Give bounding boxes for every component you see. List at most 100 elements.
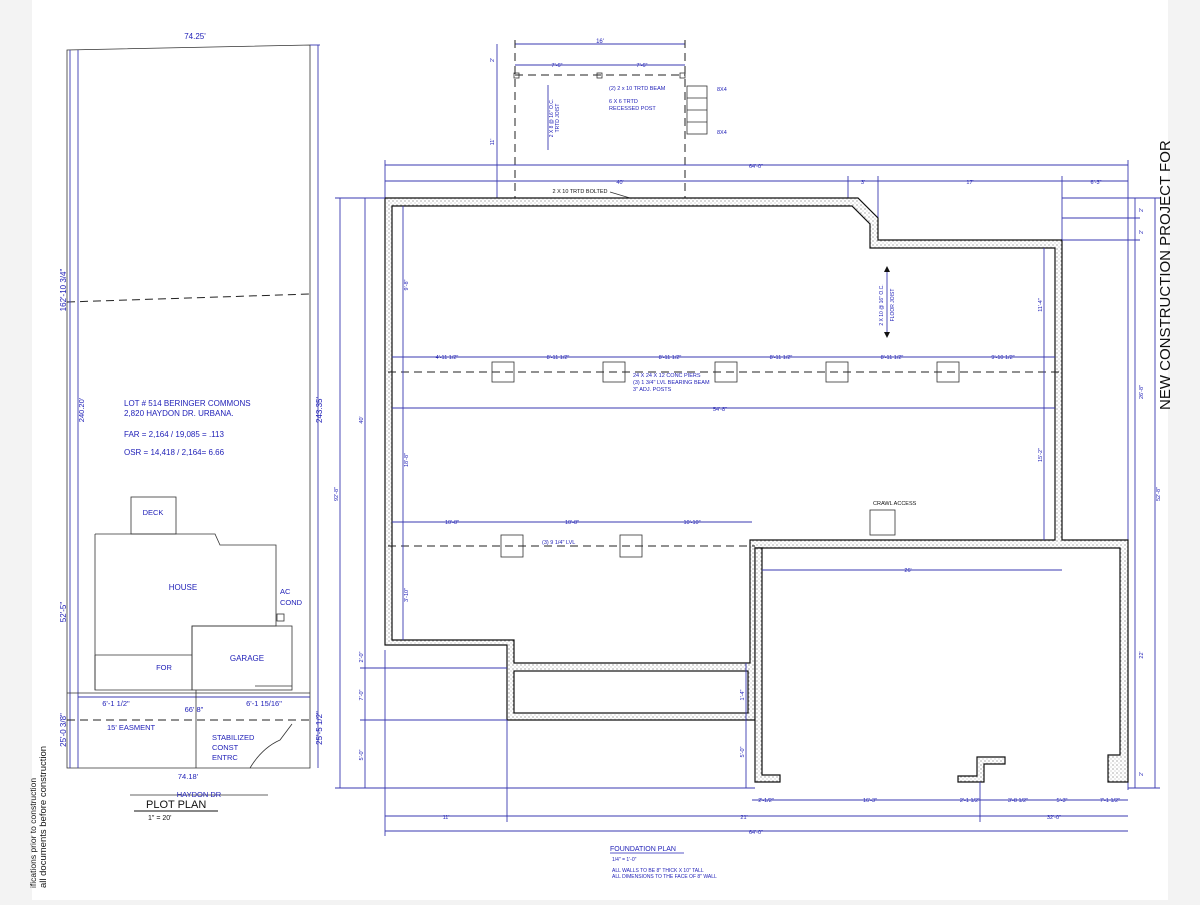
- left-dim-2: 18'-8": [404, 453, 410, 467]
- floor-joist-note: 2 X 10 @ 16" O.C. FLOOR JOIST: [879, 266, 896, 338]
- plot-top-dim: 74.25': [184, 32, 206, 41]
- rr-dim-1: 2': [1139, 208, 1145, 212]
- osr-text: OSR = 14,418 / 2,164= 6.66: [124, 448, 225, 457]
- deck-framing: 16' 7'-6" 7'-6" (2) 2 x 10 TRTD BEAM 6 X…: [490, 39, 727, 198]
- left-dimensions: 92'-8" 40' 9'-8" 18'-8" 3'-10" 2'-0" 7'-…: [334, 197, 755, 789]
- bot-row2-1: 11': [443, 815, 450, 821]
- span-mid-dim: 54'-8": [713, 407, 727, 413]
- bot-row1-4: 3'-8 1/2": [1008, 798, 1028, 804]
- pier-1: [491, 361, 515, 383]
- left-overall-dim: 40': [359, 416, 365, 423]
- far-text: FAR = 2,164 / 19,085 = .113: [124, 430, 224, 439]
- plot-plan-scale: 1" = 20': [148, 815, 171, 822]
- beam2-note: (3) 9 1/4" LVL: [542, 540, 575, 546]
- plot-right-bottom-dim: 25'-5 1/2": [315, 711, 324, 745]
- lower-mid-dim-2: 5'-0": [740, 746, 746, 757]
- right-dimensions: 11'-4" 15'-2" 2' 2' 26'-8" 22' 2' 52'-8": [1038, 197, 1162, 789]
- rr-dim-3: 26'-8": [1139, 385, 1145, 399]
- side-note-line-2: all documents before construction: [38, 746, 49, 888]
- bot-row1-3: 2'-1 1/2": [960, 798, 980, 804]
- lot-boundary: [66, 44, 311, 769]
- pier-3: [714, 361, 738, 383]
- foundation-inner-space: [391, 205, 1056, 664]
- deck-top-small: 2': [490, 58, 496, 62]
- beam-line-1: 4'-11 1/2" 8'-11 1/2" 8'-11 1/2" 8'-11 1…: [388, 355, 1060, 413]
- lower-mid-dim-1: 1'-4": [740, 689, 746, 700]
- stabilized-2: CONST: [212, 743, 239, 752]
- bot-row1-5: 5'-3": [1057, 798, 1068, 804]
- top-seg-3: 17': [966, 180, 973, 186]
- deck-stair-note-1: 8X4: [717, 87, 727, 93]
- deck-beam-note: (2) 2 x 10 TRTD BEAM: [609, 86, 666, 92]
- floor-joist-2: FLOOR JOIST: [890, 289, 896, 322]
- bot-row2-2: 21': [740, 815, 747, 821]
- pier-7: [619, 534, 643, 558]
- side-note-line-1: ifications prior to construction: [28, 778, 38, 888]
- setback-left: 6'-1 1/2": [102, 699, 130, 708]
- plot-garage: [191, 625, 293, 691]
- pier-6: [500, 534, 524, 558]
- left-dim-1: 9'-8": [404, 279, 410, 290]
- plot-deck-label: DECK: [143, 508, 164, 517]
- ledger-note: 2 X 10 TRTD BOLTED: [552, 189, 607, 195]
- plot-dashed-line: [66, 293, 311, 303]
- foundation-plan-scale: 1/4" = 1'-0": [612, 857, 637, 863]
- bot-overall-dim: 64'-0": [749, 830, 763, 836]
- deck-post-note-1: 6 X 6 TRTD: [609, 99, 638, 105]
- side-note: ifications prior to construction all doc…: [28, 746, 49, 888]
- plot-plan: 74.25' 162'-10 3/4" 240.20' 52'-5" 25'-0…: [59, 32, 324, 822]
- porch-slab: [513, 670, 749, 714]
- bot-row2-3: 32'-0": [1047, 815, 1061, 821]
- bot-row1-1: 2'-1/2": [758, 798, 774, 804]
- beam-dim-6: 9'-10 1/2": [991, 355, 1014, 361]
- bot-row1-2: 16'-3": [863, 798, 877, 804]
- foundation-plan-title: FOUNDATION PLAN: [610, 846, 676, 853]
- lot-title: LOT # 514 BERINGER COMMONS: [124, 399, 251, 408]
- deck-top-dim: 16': [596, 39, 604, 45]
- plot-left-lower-dim: 52'-5": [59, 602, 68, 623]
- garage-width-dim: 26': [904, 568, 911, 574]
- beam2-dim-2: 10'-8": [565, 520, 579, 526]
- crawl-access-label: CRAWL ACCESS: [873, 501, 917, 507]
- rr-dim-4: 22': [1139, 651, 1145, 658]
- beam-line-2: 10'-8" 10'-8" 10'-10" (3) 9 1/4" LVL: [388, 520, 755, 558]
- lower-left-dim-1: 2'-0": [359, 651, 365, 662]
- plot-porch-label: FOR: [156, 663, 172, 672]
- beam2-dim-3: 10'-10": [683, 520, 700, 526]
- garage-step: [957, 756, 1006, 783]
- setback-right: 6'-1 15/16": [246, 699, 282, 708]
- rr-total-dim: 52'-8": [1156, 487, 1162, 501]
- left-dim-3: 3'-10": [404, 588, 410, 602]
- plot-ac-label-2: COND: [280, 598, 303, 607]
- crawl-access: [869, 509, 896, 536]
- top-seg-1: 40': [616, 180, 623, 186]
- top-seg-4: 6'-3": [1091, 180, 1102, 186]
- project-title: NEW CONSTRUCTION PROJECT FOR: [1157, 140, 1174, 410]
- bot-row1-6: 7'-1 1/2": [1100, 798, 1120, 804]
- plot-house-label: HOUSE: [169, 583, 197, 592]
- deck-post-note-2: RECESSED POST: [609, 106, 656, 112]
- rr-dim-5: 2': [1139, 772, 1145, 776]
- pier-4: [825, 361, 849, 383]
- setback-mid: 66' 8": [185, 705, 204, 714]
- beam-dim-4: 8'-11 1/2": [770, 355, 793, 361]
- lot-address: 2,820 HAYDON DR. URBANA.: [124, 409, 234, 418]
- beam1-note-3: 3" ADJ. POSTS: [633, 387, 672, 393]
- deck-sub-right: 7'-6": [637, 63, 648, 69]
- deck-side-dim: 11': [490, 139, 496, 146]
- deck-stair-note-2: 8X4: [717, 130, 727, 136]
- stabilized-1: STABILIZED: [212, 733, 255, 742]
- beam-dim-1: 4'-11 1/2": [436, 355, 459, 361]
- plot-right-dim: 243.35': [315, 397, 324, 423]
- easement-label: 15' EASMENT: [107, 723, 156, 732]
- beam-dim-2: 8'-11 1/2": [547, 355, 570, 361]
- plot-bottom-dim: 74.18': [178, 772, 199, 781]
- driveway-curve: [249, 723, 293, 769]
- plot-garage-label: GARAGE: [230, 654, 264, 663]
- rr-dim-2: 2': [1139, 230, 1145, 234]
- beam-dim-3: 8'-11 1/2": [659, 355, 682, 361]
- plot-left-bottom-dim: 25'-0 3/8": [59, 713, 68, 747]
- right-dim-2: 15'-2": [1038, 448, 1044, 462]
